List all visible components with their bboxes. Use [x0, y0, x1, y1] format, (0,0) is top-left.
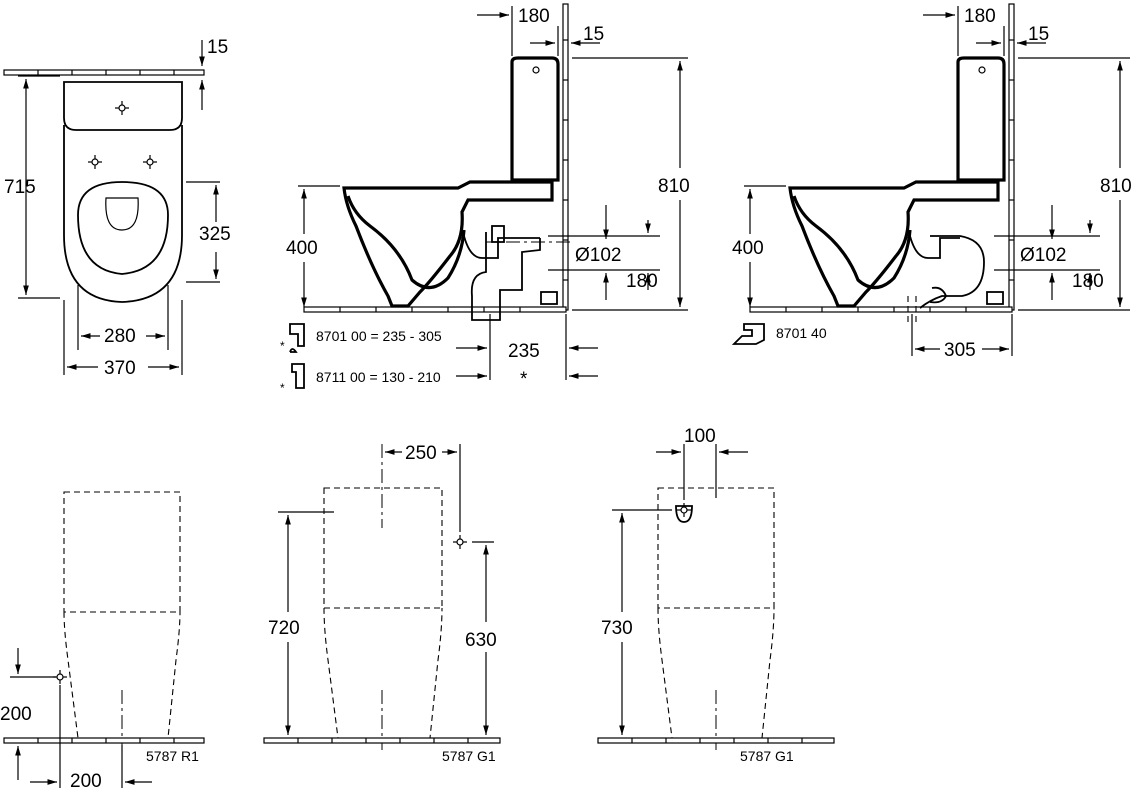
- floor: [3, 737, 205, 744]
- floor: [597, 737, 835, 744]
- dim-total-height-label: 720: [268, 618, 300, 639]
- dim-wall-gap-label: 15: [583, 24, 604, 45]
- asterisk-label: *: [520, 369, 528, 390]
- front-view-g1-a: 250 720 630 5787 G1: [263, 443, 501, 764]
- accessory-connector-icon: [289, 323, 305, 353]
- fixing-point-icon: [142, 154, 158, 170]
- pan-connector: [919, 235, 985, 309]
- dim-outlet-height-label: 180: [1072, 271, 1104, 292]
- dim-inlet-offset-label: 100: [684, 426, 716, 447]
- dim-seat-offset-label: 325: [199, 224, 231, 245]
- dim-inlet-offset-label: 200: [70, 771, 102, 790]
- dim-inlet-height-label: 630: [465, 630, 497, 651]
- floor: [303, 306, 567, 313]
- accessory-1-label: 8701 00 = 235 - 305: [316, 328, 442, 344]
- dim-outlet-diameter-label: Ø102: [575, 245, 621, 266]
- dim-seat-height-label: 400: [732, 238, 764, 259]
- bowl-inner: [792, 195, 912, 290]
- dim-height-label: 810: [1100, 176, 1132, 197]
- dim-length-label: 715: [4, 177, 36, 198]
- wall: [562, 3, 569, 311]
- dim-seat-height-label: 400: [286, 238, 318, 259]
- accessory-bend-icon: [731, 323, 765, 345]
- bowl-inner: [346, 195, 466, 290]
- accessory-label: 8701 40: [776, 325, 827, 341]
- cistern: [510, 56, 560, 182]
- floor-fixing: [986, 291, 1004, 305]
- front-view-g1-b: 100 730 5787 G1: [597, 426, 835, 764]
- side-view-a: 180 15 810 400 Ø102 180 235 *: [280, 3, 690, 395]
- dim-wall-gap-label: 15: [1028, 24, 1049, 45]
- dim-inlet-height-label: 200: [0, 704, 32, 725]
- seat-outline: [77, 181, 169, 275]
- product-code-label: 5787 G1: [740, 748, 794, 764]
- floor: [749, 306, 1013, 313]
- front-outline: [323, 487, 443, 739]
- product-code-label: 5787 G1: [442, 748, 496, 764]
- accessory-2-asterisk: *: [280, 381, 285, 395]
- accessory-bend-icon: [291, 363, 305, 389]
- dim-outlet-diameter-label: Ø102: [1020, 245, 1066, 266]
- front-view-r1: 200 200 5787 R1: [0, 491, 205, 790]
- dim-tank-depth-label: 180: [964, 6, 996, 27]
- tank-button-icon: [114, 100, 130, 116]
- pan-connector: [470, 232, 541, 321]
- dim-outlet-height-label: 180: [626, 271, 658, 292]
- floor-fixing: [540, 291, 558, 305]
- flush-button-icon: [532, 66, 540, 74]
- trap-outline: [909, 235, 960, 259]
- floor: [263, 737, 501, 744]
- dim-outlet-distance-label: 305: [944, 340, 976, 361]
- dim-inlet-offset-label: 250: [405, 443, 437, 464]
- dim-height-label: 810: [658, 176, 690, 197]
- wall-strip: [3, 69, 205, 76]
- cistern: [956, 56, 1006, 182]
- fixing-point-icon: [87, 154, 103, 170]
- dim-total-height-label: 730: [601, 618, 633, 639]
- dim-inner-width-label: 280: [104, 326, 136, 347]
- trap-outline: [463, 235, 540, 259]
- tank-outline: [63, 81, 183, 131]
- dim-width-label: 370: [104, 358, 136, 379]
- accessory-1-asterisk: *: [280, 339, 285, 353]
- dim-tank-depth-label: 180: [518, 6, 550, 27]
- accessory-2-label: 8711 00 = 130 - 210: [316, 369, 441, 385]
- bowl-outline: [63, 125, 183, 303]
- side-view-b: 180 15 810 400 Ø102 180 305: [731, 3, 1132, 361]
- inlet-point-icon: [452, 534, 468, 550]
- inner-bowl: [105, 197, 139, 231]
- top-view: 15 715 325 280 370: [3, 37, 231, 379]
- product-code-label: 5787 R1: [146, 748, 199, 764]
- dim-gap-label: 15: [207, 37, 228, 58]
- bowl-profile: [342, 180, 554, 308]
- dim-outlet-distance-label: 235: [508, 341, 540, 362]
- wall: [1008, 3, 1015, 311]
- bowl-profile: [788, 180, 1000, 308]
- flush-button-icon: [978, 66, 986, 74]
